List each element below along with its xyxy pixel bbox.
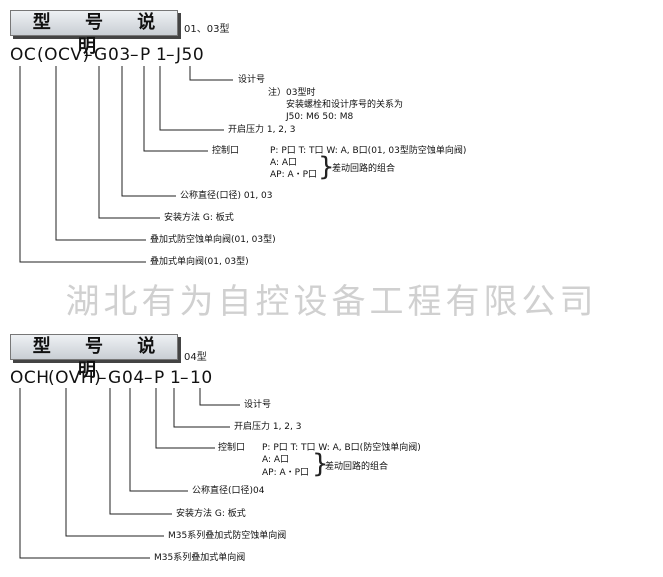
leader-stack-anti [65, 388, 164, 537]
label-stack-check: M35系列叠加式单向阀 [154, 553, 246, 563]
model-explanation-04: 型 号 说 明 04型 OCH (OVH) – G 04 – P 1 – 10 … [0, 328, 663, 577]
label-mount: 安装方法 G: 板式 [164, 213, 234, 223]
code-dash: – [130, 45, 139, 65]
code-mount: G [94, 45, 108, 65]
code-design: 10 [190, 368, 213, 388]
leader-stack-check [19, 66, 146, 263]
leader-lines [19, 388, 240, 559]
label-port-a: A: A口 [262, 455, 290, 465]
label-design-no: 设计号 [244, 400, 272, 410]
leader-diameter [129, 388, 188, 492]
code-dash: – [166, 45, 175, 65]
code-size: 04 [122, 368, 145, 388]
leader-design [199, 388, 240, 406]
label-pressure: 开启压力 1, 2, 3 [228, 125, 296, 135]
code-mount: G [108, 368, 122, 388]
leader-pressure [159, 66, 224, 131]
label-note-1: 注）03型时 [268, 88, 316, 98]
leader-port [143, 66, 208, 152]
label-port-ap: AP: A・P口 [270, 170, 318, 180]
section-subtitle: 01、03型 [184, 24, 230, 35]
label-port-ap: AP: A・P口 [262, 468, 310, 478]
brace-icon: } [312, 449, 329, 479]
leader-pressure [173, 388, 230, 428]
label-combo: 差动回路的组合 [325, 462, 389, 472]
label-note-2: 安装螺栓和设计序号的关系为 [286, 100, 404, 110]
label-stack-anti: 叠加式防空蚀单向阀(01, 03型) [150, 235, 276, 245]
code-port: P [154, 368, 165, 388]
leader-stack-check [19, 388, 150, 559]
code-dash: – [144, 368, 153, 388]
label-mount: 安装方法 G: 板式 [176, 509, 246, 519]
label-stack-check: 叠加式单向阀(01, 03型) [150, 257, 249, 267]
section-subtitle: 04型 [184, 352, 207, 363]
label-pressure: 开启压力 1, 2, 3 [234, 422, 302, 432]
title-box: 型 号 说 明 [10, 10, 178, 57]
title-box: 型 号 说 明 [10, 334, 178, 381]
section-title: 型 号 说 明 [32, 336, 170, 381]
code-size: 03 [108, 45, 131, 65]
code-dash: – [180, 368, 189, 388]
code-variant: (OCV) [37, 45, 90, 65]
leader-mount [109, 388, 172, 515]
code-variant: (OVH) [48, 368, 102, 388]
leader-design [189, 66, 233, 81]
label-port: 控制口 [218, 443, 246, 453]
code-pressure: 1 [156, 45, 168, 65]
label-port-p: P: P口 T: T口 W: A, B口(01, 03型防空蚀单向阀) [270, 146, 467, 156]
label-diameter: 公称直径(口径) 01, 03 [180, 191, 273, 201]
label-stack-anti: M35系列叠加式防空蚀单向阀 [168, 531, 287, 541]
section-title: 型 号 说 明 [32, 12, 170, 57]
label-port-a: A: A口 [270, 158, 298, 168]
label-design-no: 设计号 [238, 75, 266, 85]
label-combo: 差动回路的组合 [332, 164, 396, 174]
code-series: OC [10, 45, 37, 65]
brace-icon: } [318, 152, 335, 182]
model-explanation-01-03: 型 号 说 明 01、03型 OC (OCV) – G 03 – P 1 – J… [10, 10, 467, 267]
leader-diameter [121, 66, 176, 197]
label-diameter: 公称直径(口径)04 [192, 486, 265, 496]
code-port: P [140, 45, 151, 65]
leader-stack-anti [55, 66, 146, 241]
leader-lines [19, 66, 233, 263]
code-design: J50 [176, 45, 205, 65]
leader-port [155, 388, 215, 449]
label-port: 控制口 [212, 146, 240, 156]
label-note-3: J50: M6 50: M8 [286, 112, 354, 122]
code-pressure: 1 [170, 368, 182, 388]
leader-mount [98, 66, 160, 219]
code-series: OCH [10, 368, 50, 388]
code-dash: – [98, 368, 107, 388]
watermark: 湖北有为自控设备工程有限公司 [65, 282, 598, 322]
label-port-p: P: P口 T: T口 W: A, B口(防空蚀单向阀) [262, 443, 421, 453]
code-dash: – [84, 45, 93, 65]
